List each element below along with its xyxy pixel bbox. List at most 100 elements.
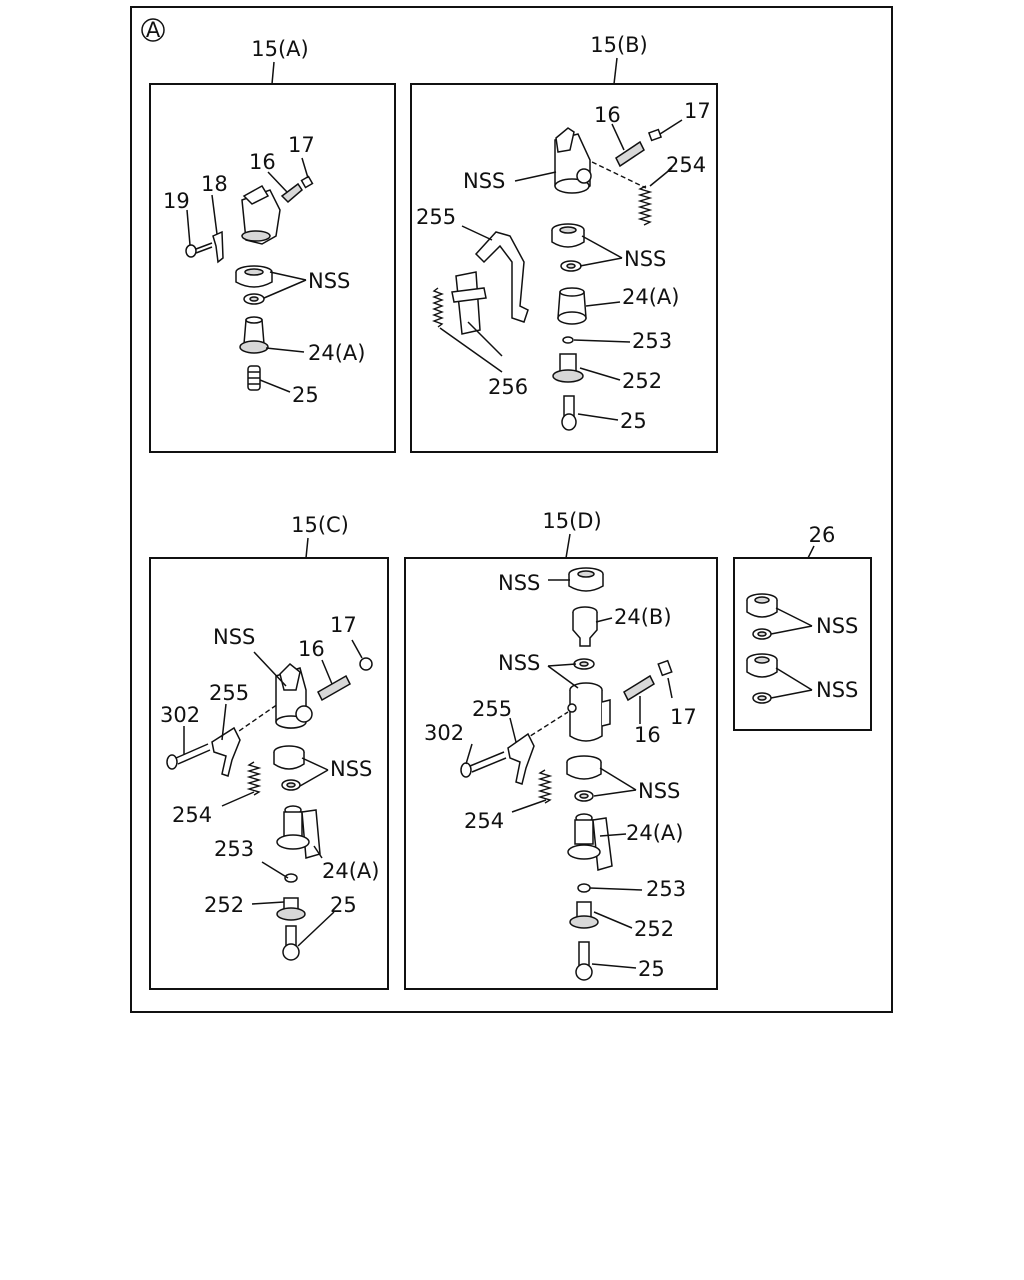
washer-253-15d <box>577 883 591 893</box>
panel-title-26: 26 <box>809 523 836 547</box>
label-25-c: 25 <box>330 893 357 917</box>
washer-15b <box>560 260 582 272</box>
gear-24a-15d <box>567 813 613 871</box>
panel-frame-15c <box>149 557 389 990</box>
label-nss: NSS <box>308 269 350 293</box>
plate-256 <box>432 271 487 335</box>
gear-24a-15b <box>557 287 587 325</box>
label-17-b: 17 <box>684 99 711 123</box>
label-nss-1-26: NSS <box>816 614 858 638</box>
screw-16-15b <box>615 140 645 168</box>
cap-17-15d <box>657 659 673 677</box>
panel-frame-15b <box>410 83 718 453</box>
spring-254-15b <box>637 185 653 226</box>
label-16-c: 16 <box>298 637 325 661</box>
label-17-d: 17 <box>670 705 697 729</box>
washer-253-15c <box>284 873 298 883</box>
label-24a: 24(A) <box>308 341 365 365</box>
label-252-d: 252 <box>634 917 674 941</box>
bolt-25-15a <box>247 365 261 391</box>
washer-15c <box>281 779 301 791</box>
housing-15d <box>567 682 611 742</box>
washer-26-b <box>752 692 772 704</box>
panel-title-15c: 15(C) <box>291 513 349 537</box>
seal-cup-26-a <box>746 593 778 618</box>
label-24a-c: 24(A) <box>322 859 379 883</box>
bolt-19 <box>185 242 213 258</box>
label-302-c: 302 <box>160 703 200 727</box>
label-nss-top-c: NSS <box>213 625 255 649</box>
bolt-302-15c <box>166 743 211 770</box>
panel-title-15b: 15(B) <box>590 33 648 57</box>
bolt-25-15b <box>561 395 577 431</box>
panel-15a: 15(A) <box>149 37 396 453</box>
label-255-d: 255 <box>472 697 512 721</box>
washer-15a <box>243 293 265 305</box>
label-252-c: 252 <box>204 893 244 917</box>
bolt-25-15d <box>575 941 593 981</box>
label-302-d: 302 <box>424 721 464 745</box>
label-16-d: 16 <box>634 723 661 747</box>
gear-252-15b <box>552 353 584 383</box>
label-25-b: 25 <box>620 409 647 433</box>
gear-24a-15a <box>239 316 269 354</box>
figure-marker-circle <box>141 18 165 42</box>
cap-17 <box>300 175 314 189</box>
panel-15b: 15(B) <box>410 33 718 453</box>
bracket-255-15d <box>507 732 535 785</box>
panel-frame-15d <box>404 557 718 990</box>
label-nss-low-d: NSS <box>638 779 680 803</box>
label-253-d: 253 <box>646 877 686 901</box>
label-24a-d: 24(A) <box>626 821 683 845</box>
seal-cup-15a <box>235 265 273 288</box>
washer-253-15b <box>562 336 574 344</box>
label-255-b: 255 <box>416 205 456 229</box>
label-nss-mid-c: NSS <box>330 757 372 781</box>
label-254-b: 254 <box>666 153 706 177</box>
label-18: 18 <box>201 172 228 196</box>
label-255-c: 255 <box>209 681 249 705</box>
bolt-25-15c <box>282 925 300 961</box>
housing-15b <box>554 127 592 194</box>
gear-252-15c <box>276 897 306 921</box>
label-nss-mid-b: NSS <box>624 247 666 271</box>
bracket-255-15c <box>211 726 241 777</box>
seal-cup-15c <box>273 745 305 770</box>
label-nss-top-d: NSS <box>498 571 540 595</box>
label-24a-b: 24(A) <box>622 285 679 309</box>
label-253-c: 253 <box>214 837 254 861</box>
label-25: 25 <box>292 383 319 407</box>
washer-26-a <box>752 628 772 640</box>
cap-17-15c <box>359 657 373 671</box>
seal-cup-15b <box>551 223 585 248</box>
label-17-c: 17 <box>330 613 357 637</box>
housing-15c <box>275 662 313 729</box>
bracket-255 <box>474 231 529 323</box>
label-252-b: 252 <box>622 369 662 393</box>
gear-252-15d <box>569 901 599 929</box>
label-nss-top-b: NSS <box>463 169 505 193</box>
panel-frame-26 <box>733 557 872 731</box>
spring-254-15c <box>246 761 262 796</box>
seal-cup-top-15d <box>568 567 604 592</box>
screw-16-15c <box>317 674 351 702</box>
panel-frame-15a <box>149 83 396 453</box>
housing-15a <box>241 184 281 245</box>
washer-top-15d <box>573 658 595 670</box>
label-25-d: 25 <box>638 957 665 981</box>
label-254-d: 254 <box>464 809 504 833</box>
label-24b-d: 24(B) <box>614 605 672 629</box>
panel-title-15a: 15(A) <box>251 37 308 61</box>
label-nss-mid-d: NSS <box>498 651 540 675</box>
label-nss-2-26: NSS <box>816 678 858 702</box>
figure-marker-label: A <box>146 18 161 42</box>
cap-17-15b <box>647 128 663 142</box>
label-17: 17 <box>288 133 315 157</box>
panel-title-15d: 15(D) <box>542 509 601 533</box>
spring-254-15d <box>537 769 553 804</box>
label-253-b: 253 <box>632 329 672 353</box>
seal-cup-26-b <box>746 653 778 678</box>
gear-24a-15c <box>276 805 321 859</box>
screw-16-15d <box>623 674 655 702</box>
